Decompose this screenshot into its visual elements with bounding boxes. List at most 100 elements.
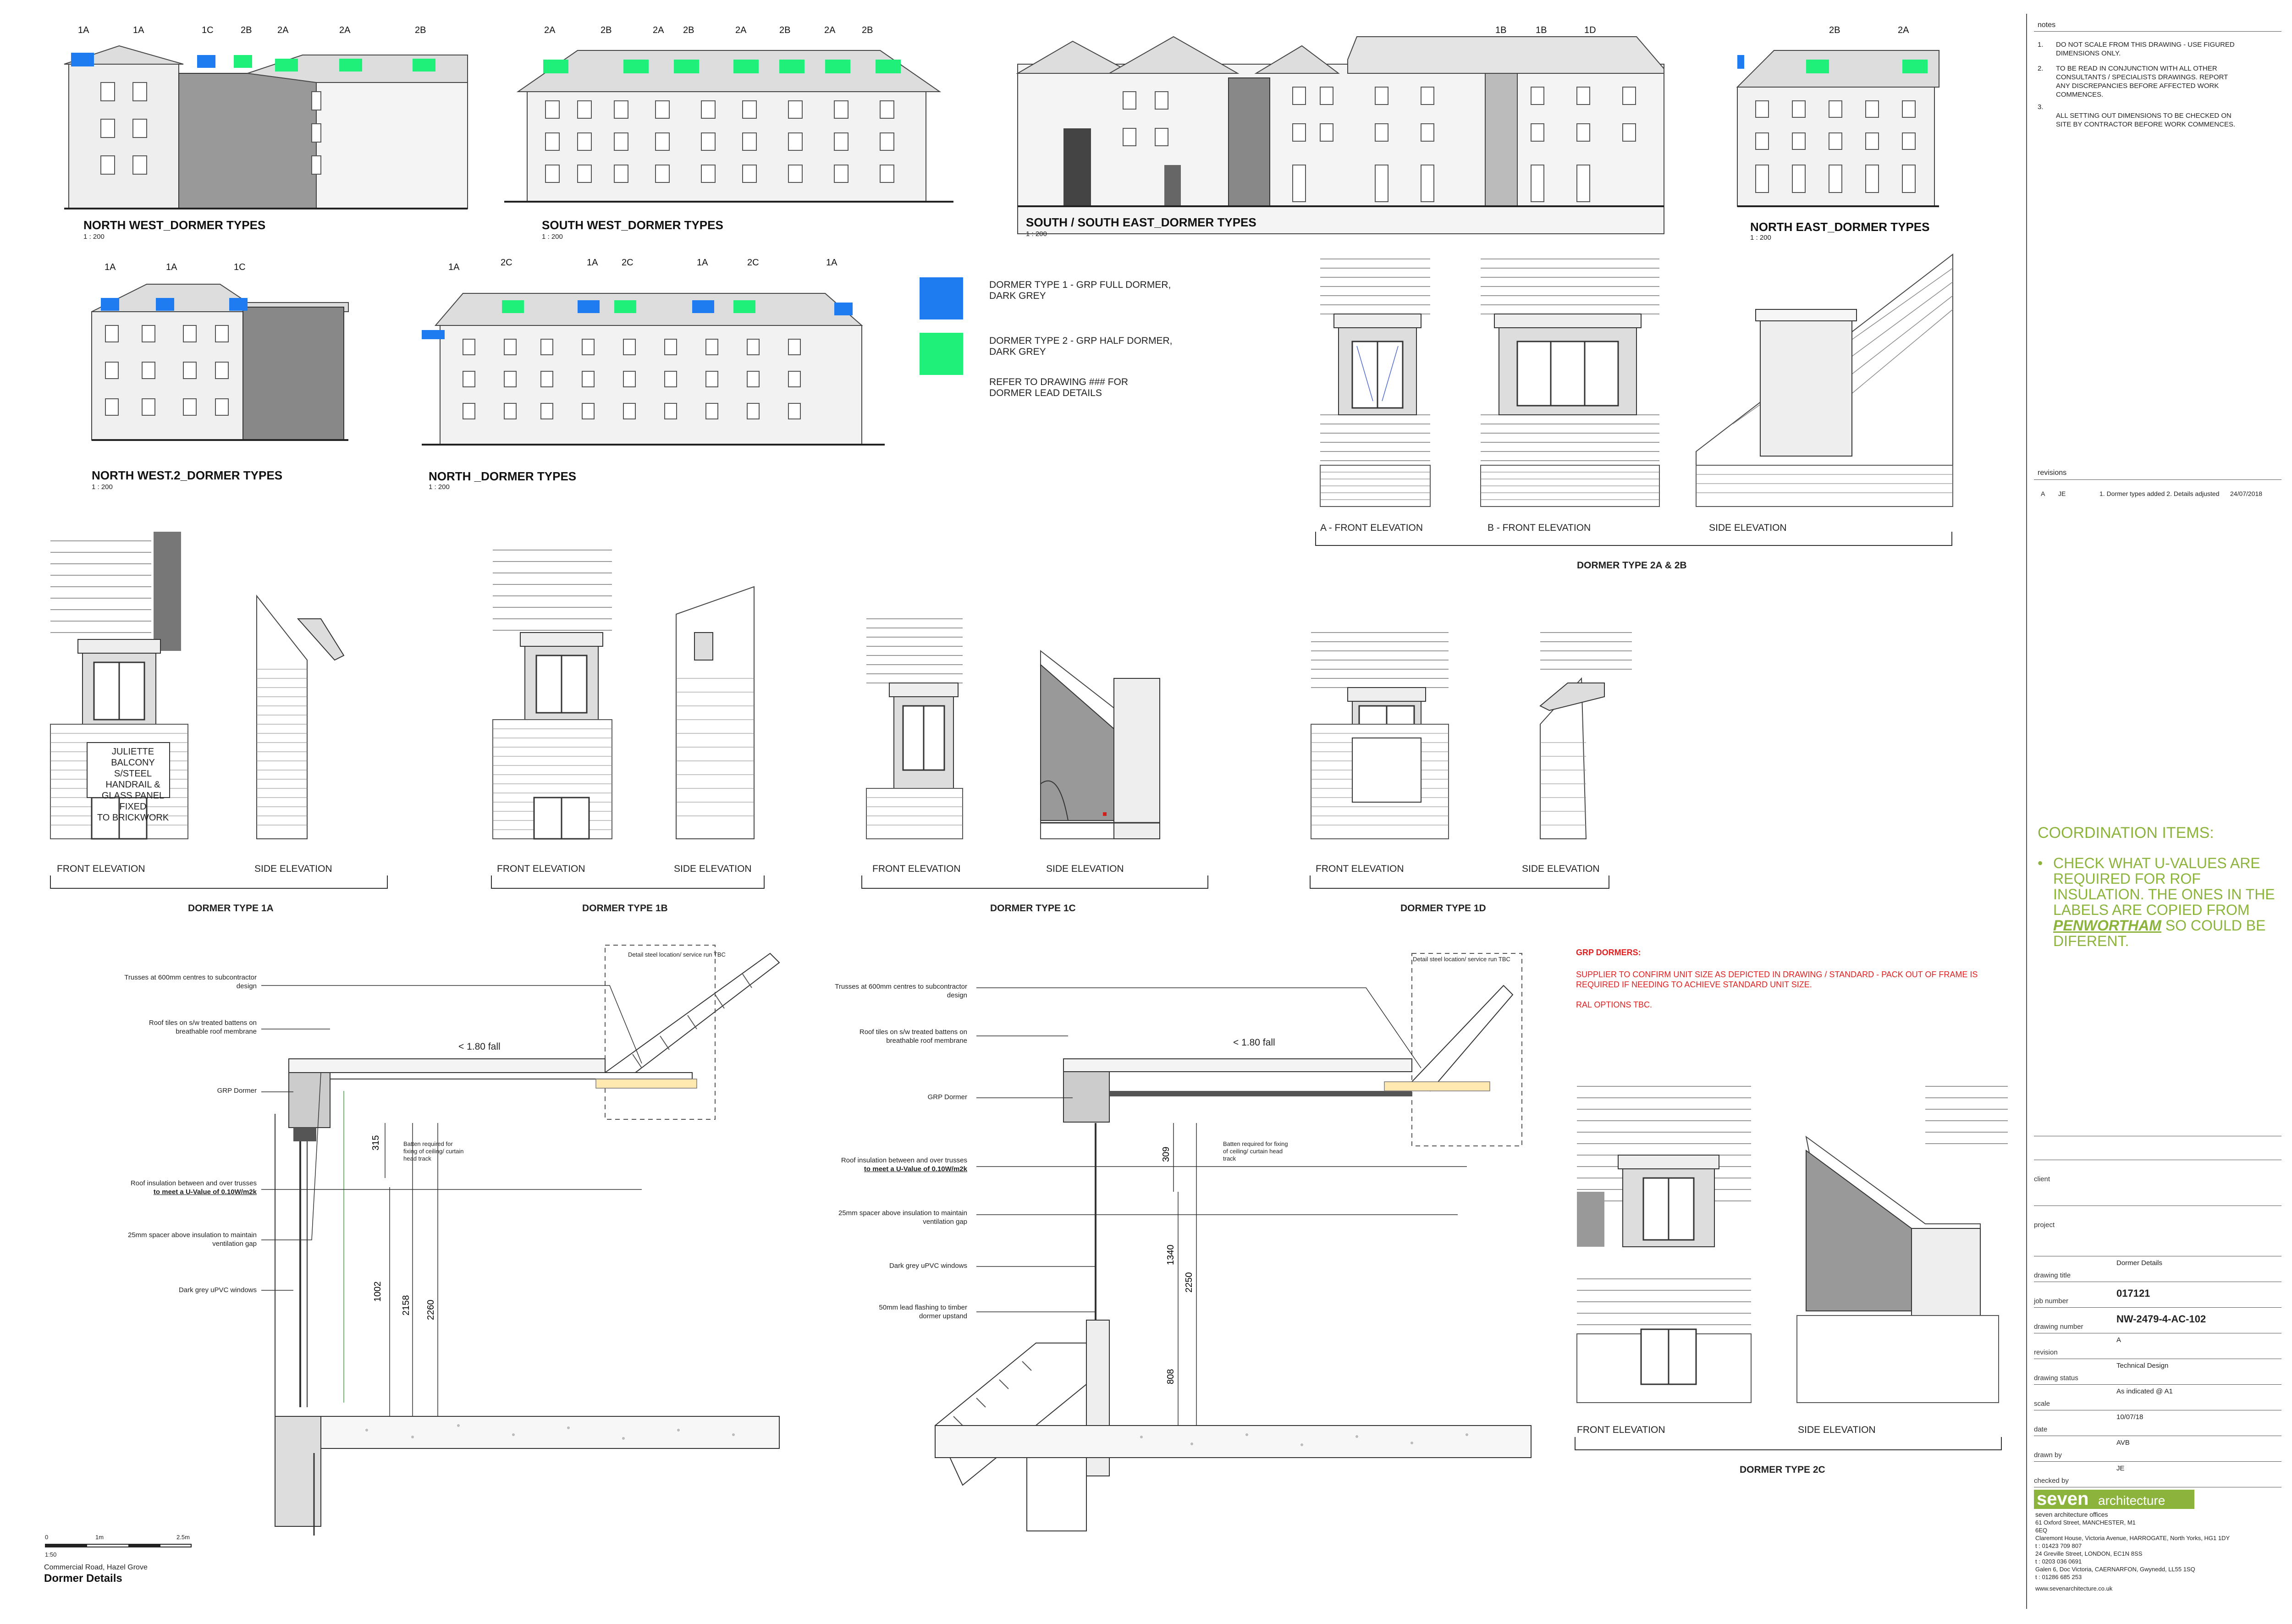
elevation-title: NORTH WEST_DORMER TYPES xyxy=(83,218,266,232)
sse-elevation-drawing xyxy=(1016,36,1664,234)
tag: 1A xyxy=(697,258,708,268)
tag: 2C xyxy=(622,258,634,268)
detail-note: Detail steel location/ service run TBC xyxy=(1413,956,1510,963)
sheet-border xyxy=(2026,14,2027,1609)
front-elevation-label: FRONT ELEVATION xyxy=(1316,864,1404,874)
title-bracket xyxy=(861,875,1208,889)
notes-list: 1.DO NOT SCALE FROM THIS DRAWING - USE F… xyxy=(2038,41,2236,128)
section-note: Roof insulation between and over trusses… xyxy=(841,1156,967,1173)
date-label: date xyxy=(2034,1426,2048,1433)
dormer-2c-drawing xyxy=(1576,1086,2008,1403)
tag: 1A xyxy=(133,25,144,35)
side-elevation-label: SIDE ELEVATION xyxy=(1046,864,1124,874)
dormer-2a-front xyxy=(1320,253,1953,507)
legend-swatch-type2 xyxy=(920,333,963,375)
tag: 1B xyxy=(1495,25,1507,35)
section-note: Dark grey uPVC windows xyxy=(178,1286,257,1294)
tag: 2B xyxy=(1829,25,1840,35)
fall-label: < 1.80 fall xyxy=(1233,1037,1275,1048)
brand-logo: seven architecture xyxy=(2034,1489,2194,1509)
elevation-scale: 1 : 200 xyxy=(429,483,450,491)
title-bracket xyxy=(1310,875,1609,889)
elevation-scale: 1 : 200 xyxy=(542,233,563,241)
tag: 2A xyxy=(339,25,351,35)
elevation-title: NORTH _DORMER TYPES xyxy=(429,469,577,483)
legend-type1: DORMER TYPE 1 - GRP FULL DORMER, DARK GR… xyxy=(989,280,1171,301)
section-note: 25mm spacer above insulation to maintain… xyxy=(838,1209,967,1226)
tag: 1A xyxy=(587,258,598,268)
fall-label: < 1.80 fall xyxy=(458,1041,501,1052)
dim-text: 1340 xyxy=(1166,1245,1176,1266)
status-label: drawing status xyxy=(2034,1374,2078,1382)
n-elevation-drawing xyxy=(422,293,885,446)
dormer-title: DORMER TYPE 1D xyxy=(1400,903,1486,914)
grp-lines: SUPPLIER TO CONFIRM UNIT SIZE AS DEPICTE… xyxy=(1576,970,1978,1009)
dim-text: 2260 xyxy=(426,1300,436,1321)
job-number-label: job number xyxy=(2034,1297,2069,1305)
section-note: GRP Dormer xyxy=(927,1093,967,1101)
tag: 1A xyxy=(166,262,177,272)
drawn-by-label: drawn by xyxy=(2034,1451,2062,1459)
elevation-title: NORTH EAST_DORMER TYPES xyxy=(1750,220,1930,234)
sheet-title: Dormer Details xyxy=(44,1572,122,1585)
elevation-title: SOUTH / SOUTH EAST_DORMER TYPES xyxy=(1026,215,1256,229)
section-2-drawing: 309 1340 2250 808 xyxy=(934,953,1532,1531)
scale-label: 1m xyxy=(95,1534,104,1541)
dormer-1b-drawing xyxy=(492,550,755,840)
coordination-item: •CHECK WHAT U-VALUES ARE REQUIRED FOR RO… xyxy=(2038,855,2275,949)
project-label: project xyxy=(2034,1221,2055,1229)
rev-date: 24/07/2018 xyxy=(2230,490,2263,497)
dim-text: 309 xyxy=(1161,1147,1171,1162)
dim-text: 2158 xyxy=(401,1295,411,1316)
tag: 1C xyxy=(202,25,214,35)
status-value: Technical Design xyxy=(2116,1362,2169,1370)
front-elevation-label: FRONT ELEVATION xyxy=(872,864,961,874)
drawing-number-value: NW-2479-4-AC-102 xyxy=(2116,1313,2206,1325)
tag: 1D xyxy=(1584,25,1596,35)
dormer-title: DORMER TYPE 1C xyxy=(990,903,1076,914)
scale-value: As indicated @ A1 xyxy=(2116,1387,2173,1395)
tag: 2B xyxy=(683,25,694,35)
tag: 2B xyxy=(241,25,252,35)
dormer-1d-drawing xyxy=(1311,632,1632,839)
dormer-1a-drawing xyxy=(50,532,345,840)
elevation-scale: 1 : 200 xyxy=(92,483,113,491)
date-value: 10/07/18 xyxy=(2116,1413,2143,1421)
project-name: Commercial Road, Hazel Grove xyxy=(44,1563,148,1571)
side-elevation-label: SIDE ELEVATION xyxy=(1522,864,1600,874)
dormer-title: DORMER TYPE 1B xyxy=(582,903,668,914)
rev-letter: A xyxy=(2041,490,2045,497)
section-note: Roof insulation between and over trusses… xyxy=(130,1179,257,1196)
checked-by-label: checked by xyxy=(2034,1477,2069,1485)
dormer-title: DORMER TYPE 1A xyxy=(188,903,274,914)
front-elevation-label: FRONT ELEVATION xyxy=(497,864,585,874)
side-elevation-label: SIDE ELEVATION xyxy=(1798,1425,1876,1435)
grp-title: GRP DORMERS: xyxy=(1576,948,1641,957)
rev-desc: 1. Dormer types added 2. Details adjuste… xyxy=(2099,490,2220,497)
tag: 1C xyxy=(234,262,246,272)
elevation-scale: 1 : 200 xyxy=(1750,234,1771,242)
drawn-by-value: AVB xyxy=(2116,1439,2130,1447)
legend-type2: DORMER TYPE 2 - GRP HALF DORMER, DARK GR… xyxy=(989,336,1173,357)
title-bracket xyxy=(50,875,388,889)
dormer-1c-drawing xyxy=(866,618,1160,839)
section-1-drawing: 315 1002 2158 2260 xyxy=(275,945,780,1536)
front-elevation-label: FRONT ELEVATION xyxy=(1577,1425,1665,1435)
dim-text: 315 xyxy=(371,1135,381,1151)
tag: 1A xyxy=(448,262,460,272)
scale-ratio: 1:50 xyxy=(45,1551,57,1558)
checked-by-value: JE xyxy=(2116,1464,2125,1472)
tag: 2A xyxy=(1898,25,1909,35)
section-note: Trusses at 600mm centres to subcontracto… xyxy=(124,974,257,990)
drawing-title-label: drawing title xyxy=(2034,1272,2071,1279)
tag: 1A xyxy=(105,262,116,272)
title-bracket xyxy=(491,875,765,889)
ne-elevation-drawing xyxy=(1736,50,1939,207)
section-note: 25mm spacer above insulation to maintain… xyxy=(128,1231,257,1248)
dormer-title: DORMER TYPE 2A & 2B xyxy=(1577,560,1687,571)
scale-label: 0 xyxy=(45,1534,49,1541)
tag: 2C xyxy=(501,258,512,268)
front-elevation-b-label: B - FRONT ELEVATION xyxy=(1488,523,1591,533)
